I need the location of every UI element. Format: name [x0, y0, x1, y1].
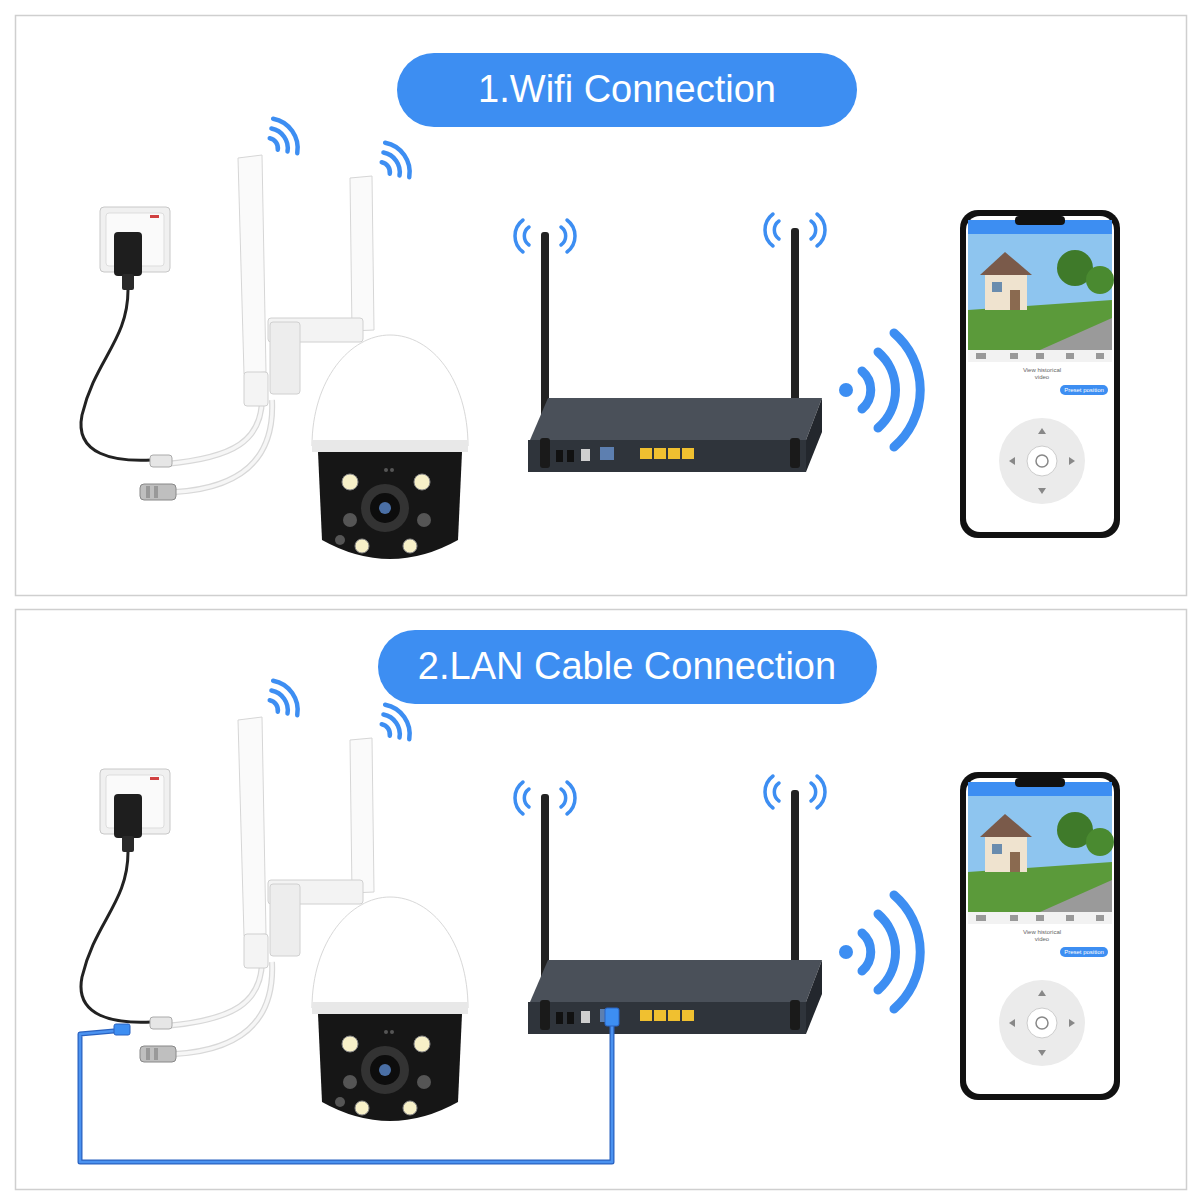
screen-label: View historical video — [1016, 929, 1068, 943]
lan-cable — [114, 1024, 130, 1035]
lan-cable — [605, 1008, 619, 1026]
title-text: 1.Wifi Connection — [478, 69, 776, 111]
lan-scene — [81, 676, 1120, 1121]
title-text: 2.LAN Cable Connection — [418, 646, 836, 688]
preset-button: Preset position — [1060, 947, 1108, 957]
title-pill: 2.LAN Cable Connection — [378, 630, 877, 704]
screen-label: View historical video — [1016, 367, 1068, 381]
button-text: Preset position — [1064, 949, 1104, 956]
panel-frame — [16, 16, 1187, 1190]
lan-cable — [80, 1024, 612, 1162]
preset-button: Preset position — [1060, 385, 1108, 395]
lan-cable — [80, 1024, 612, 1162]
panel-frame — [16, 610, 1187, 1190]
title-pill: 1.Wifi Connection — [397, 53, 857, 127]
button-text: Preset position — [1064, 387, 1104, 394]
panel-frame — [16, 16, 1187, 596]
lan-cable — [80, 1008, 619, 1162]
wifi-scene — [81, 114, 1120, 559]
